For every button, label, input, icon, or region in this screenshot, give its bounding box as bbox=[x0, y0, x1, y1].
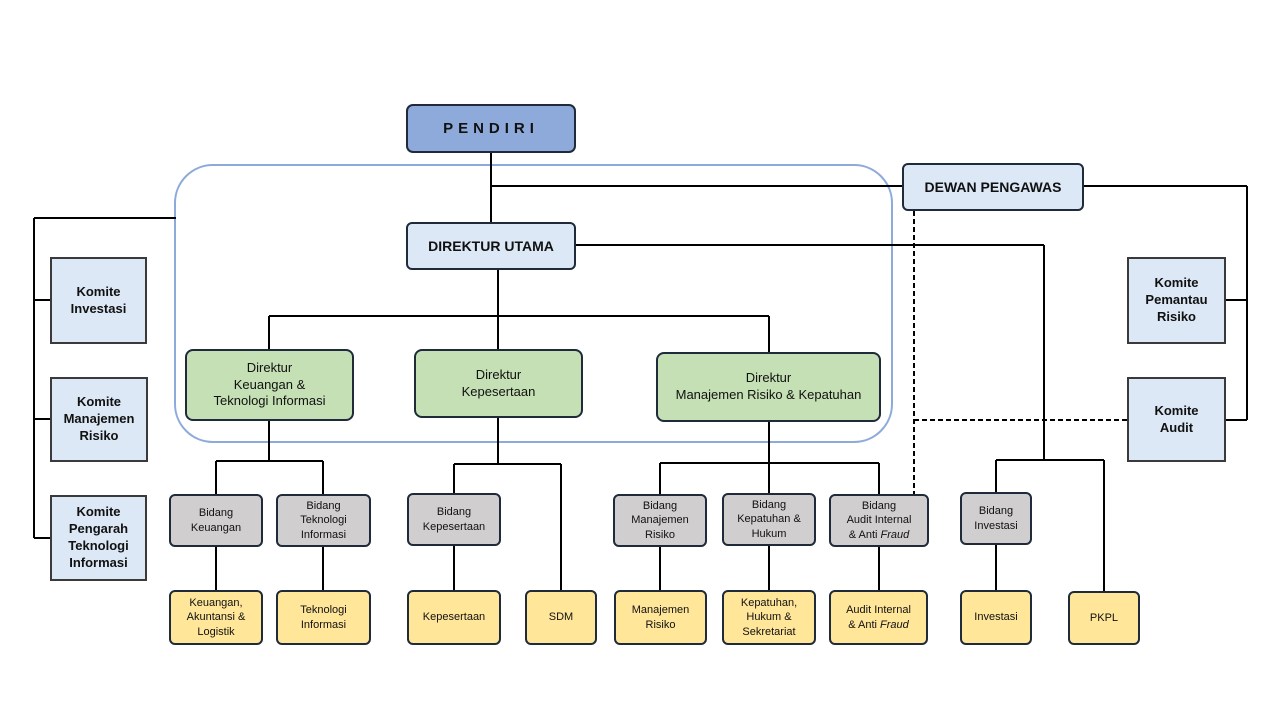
bidang-kepatuhan-hukum-box: Bidang Kepatuhan & Hukum bbox=[722, 493, 816, 546]
komite-pengarah-ti-box: Komite Pengarah Teknologi Informasi bbox=[50, 495, 147, 581]
unit-teknologi-informasi-box: Teknologi Informasi bbox=[276, 590, 371, 645]
bidang-audit-internal-box: Bidang Audit Internal & Anti Fraud bbox=[829, 494, 929, 547]
board-of-directors-frame bbox=[174, 164, 893, 443]
bidang-keuangan-box: Bidang Keuangan bbox=[169, 494, 263, 547]
unit-pkpl-box: PKPL bbox=[1068, 591, 1140, 645]
direktur-utama-box: DIREKTUR UTAMA bbox=[406, 222, 576, 270]
komite-audit-box: Komite Audit bbox=[1127, 377, 1226, 462]
bidang-investasi-box: Bidang Investasi bbox=[960, 492, 1032, 545]
pendiri-box: PENDIRI bbox=[406, 104, 576, 153]
direktur-mr-kepatuhan-box: Direktur Manajemen Risiko & Kepatuhan bbox=[656, 352, 881, 422]
direktur-keuangan-ti-box: Direktur Keuangan & Teknologi Informasi bbox=[185, 349, 354, 421]
bidang-audit-label: Bidang Audit Internal & Anti bbox=[846, 500, 912, 541]
unit-audit-label: Audit Internal & Anti bbox=[846, 604, 911, 631]
dewan-pengawas-box: DEWAN PENGAWAS bbox=[902, 163, 1084, 211]
unit-audit-internal-box: Audit Internal & Anti Fraud bbox=[829, 590, 928, 645]
komite-pemantau-risiko-box: Komite Pemantau Risiko bbox=[1127, 257, 1226, 344]
bidang-manajemen-risiko-box: Bidang Manajemen Risiko bbox=[613, 494, 707, 547]
bidang-kepesertaan-box: Bidang Kepesertaan bbox=[407, 493, 501, 546]
unit-sdm-box: SDM bbox=[525, 590, 597, 645]
unit-kepesertaan-box: Kepesertaan bbox=[407, 590, 501, 645]
bidang-audit-fraud-label: Fraud bbox=[880, 528, 910, 541]
unit-manajemen-risiko-box: Manajemen Risiko bbox=[614, 590, 707, 645]
direktur-kepesertaan-box: Direktur Kepesertaan bbox=[414, 349, 583, 418]
unit-audit-fraud-label: Fraud bbox=[880, 618, 909, 631]
unit-investasi-box: Investasi bbox=[960, 590, 1032, 645]
unit-keuangan-box: Keuangan, Akuntansi & Logistik bbox=[169, 590, 263, 645]
komite-manajemen-risiko-box: Komite Manajemen Risiko bbox=[50, 377, 148, 462]
bidang-teknologi-informasi-box: Bidang Teknologi Informasi bbox=[276, 494, 371, 547]
unit-kepatuhan-box: Kepatuhan, Hukum & Sekretariat bbox=[722, 590, 816, 645]
komite-investasi-box: Komite Investasi bbox=[50, 257, 147, 344]
